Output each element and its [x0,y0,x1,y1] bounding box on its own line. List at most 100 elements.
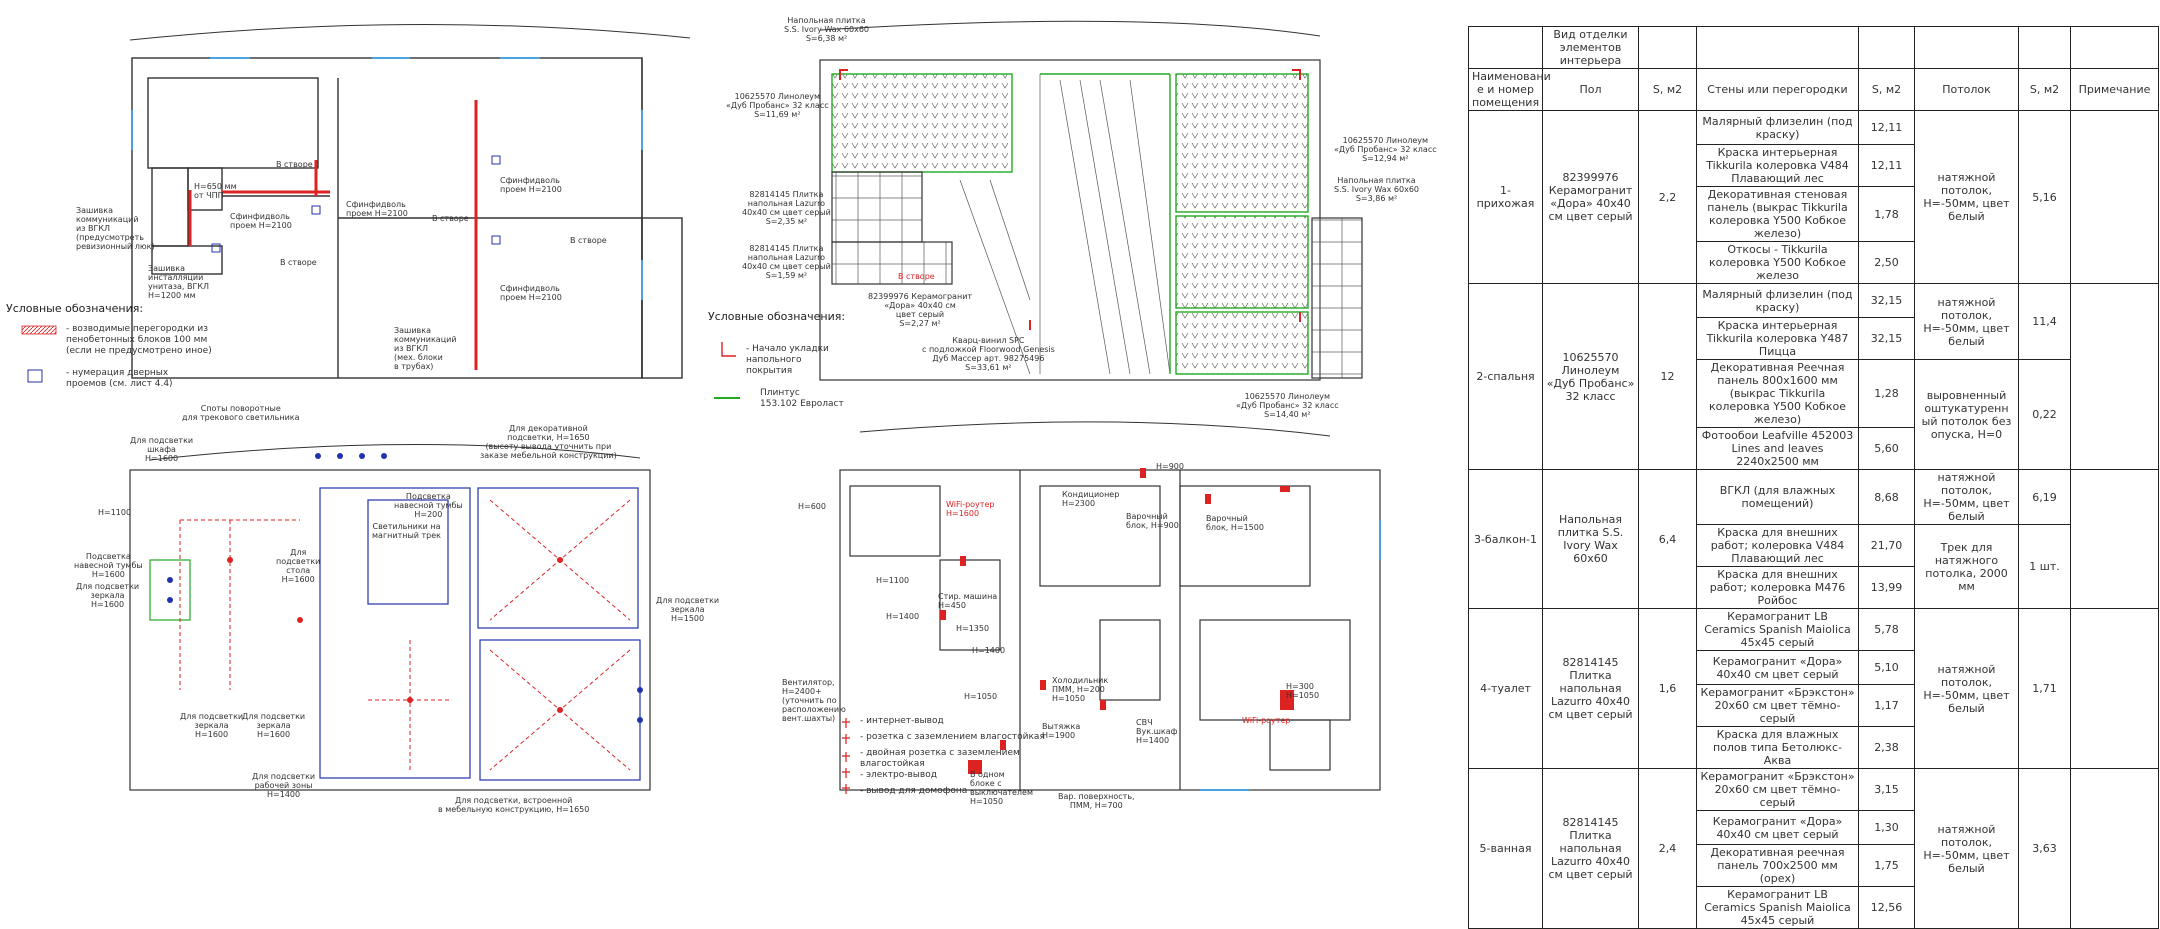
plan1-label: В створе [276,160,313,169]
table-row: Фотообои Leafville 452003 Lines and leav… [1469,427,2159,470]
legend-partition-swatch [21,325,57,335]
room-name-cell: 5-ванная [1468,768,1543,929]
wall-area-cell: 3,15 [1858,768,1915,811]
room-name-cell: 4-туалет [1468,608,1543,769]
ceiling-area-cell: 1,71 [2018,608,2071,769]
wall-finish-cell: Краска для внешних работ; колеровка V484… [1696,524,1859,567]
ceiling-area-cell: 11,4 [2018,283,2071,360]
floor-area-cell: 1,6 [1638,608,1697,769]
plan2-label: 10625570 Линолеум «Дуб Пробанс» 32 класс… [1236,392,1339,419]
header-empty-cell [1638,26,1697,69]
plan-3 [129,443,651,791]
header-empty-cell [1468,26,1543,69]
wall-area-cell: 1,30 [1858,810,1915,845]
note-cell [2070,768,2159,929]
ceiling-cell: натяжной потолок, Н=-50мм, цвет белый [1914,469,2019,525]
plan1-label: Сфинфидволь проем Н=2100 [500,284,562,302]
floor-cell: Напольная плитка S.S. Ivory Wax 60x60 [1542,469,1639,609]
wall-area-cell: 5,10 [1858,650,1915,685]
floor-area-cell: 2,4 [1638,768,1697,929]
wall-finish-cell: Декоративная Реечная панель 800x1600 мм … [1696,359,1859,428]
plan2-legend-item: Плинтус 153.102 Евроласт [760,388,844,409]
plan4-label: Варочный блок, Н=1500 [1206,514,1264,532]
wall-area-cell: 2,50 [1858,241,1915,284]
plan4-label: WiFi-роутер [1242,716,1291,725]
note-cell [2070,283,2159,470]
plan-4 [839,421,1381,791]
plan3-label: Н=1100 [98,508,132,517]
header-empty-cell [2018,26,2071,69]
wall-area-cell: 32,15 [1858,317,1915,360]
wall-finish-cell: Откосы - Tikkurila колеровка Y500 Кобкое… [1696,241,1859,284]
floor-area-cell: 2,2 [1638,110,1697,284]
plan3-label: Для подсветки зеркала Н=1600 [180,712,244,739]
wall-finish-cell: Керамогранит LB Ceramics Spanish Maiolic… [1696,608,1859,651]
plan2-label: Напольная плитка S.S. Ivory Wax 60x60 S=… [1334,176,1420,203]
table-row: Краска для внешних работ; колеровка M476… [1469,566,2159,609]
plan-2 [819,20,1363,381]
plan1-note: Зашивка коммуникаций из ВГКЛ (мех. блоки… [394,326,457,371]
wall-finish-cell: Фотообои Leafville 452003 Lines and leav… [1696,427,1859,470]
header-empty-cell [1858,26,1915,69]
table-row: Декоративная Реечная панель 800x1600 мм … [1469,359,2159,470]
legend-start-arrow [721,342,736,357]
wall-area-cell: 32,15 [1858,283,1915,318]
wall-area-cell: 5,60 [1858,427,1915,470]
plan2-label: Напольная плитка S.S. Ivory Wax 60x60 S=… [784,16,870,43]
header-s-ceiling: S, м2 [2018,68,2071,111]
finishing-schedule-table: Вид отделки элементов интерьера Наименов… [1468,26,2159,929]
wall-area-cell: 12,11 [1858,144,1915,187]
plan2-legend-item: - Начало укладки напольного покрытия [746,344,829,376]
plan4-label: Н=300 Н=1050 [1286,682,1320,700]
plan3-label: Споты поворотные для трекового светильни… [182,404,300,422]
wall-area-cell: 1,17 [1858,684,1915,727]
room-name-cell: 3-балкон-1 [1468,469,1543,609]
wall-finish-cell: Краска для внешних работ; колеровка M476… [1696,566,1859,609]
header-empty-cell [1696,26,1859,69]
plan4-label: Вытяжка Н=1900 [1042,722,1081,740]
legend-door-number-swatch [27,369,43,383]
wall-area-cell: 1,28 [1858,359,1915,428]
plan3-label: Подсветка навесной тумбы Н=200 [394,492,463,519]
ceiling-cell: натяжной потолок, Н=-50мм, цвет белый [1914,608,2019,769]
plan2-label: Кварц-винил SPC с подложкой Floorwood Ge… [922,336,1055,372]
plan1-label: Сфинфидволь проем Н=2100 [500,176,562,194]
wall-finish-cell: Керамогранит «Брэкстон» 20x60 см цвет тё… [1696,768,1859,811]
table-row: Краска для внешних работ; колеровка V484… [1469,524,2159,609]
wall-area-cell: 1,75 [1858,844,1915,887]
plan2-label: 10625570 Линолеум «Дуб Пробанс» 32 класс… [1334,136,1437,163]
plan1-legend-item: - возводимые перегородки из пенобетонных… [66,324,212,356]
plan1-label: В створе [280,258,317,267]
plan4-legend-item: - розетка с заземлением влагостойкая [860,732,1045,742]
wall-finish-cell: ВГКЛ (для влажных помещений) [1696,469,1859,525]
floor-plans-svg [21,20,1381,794]
plan4-label: Стир. машина Н=450 [938,592,998,610]
plan3-label: Подсветка навесной тумбы Н=1600 [74,552,143,579]
floor-area-cell: 6,4 [1638,469,1697,609]
plan3-label: Светильники на магнитный трек [372,522,442,540]
plan4-label: WiFi-роутер Н=1600 [946,500,995,518]
header-s-walls: S, м2 [1858,68,1915,111]
ceiling-cell: Трек для натяжного потолка, 2000 мм [1914,524,2019,609]
plan3-label: Для декоративной подсветки, Н=1650 (высо… [480,424,617,460]
plan3-label: Для подсветки стола Н=1600 [276,548,321,584]
table-row: Керамогранит «Брэкстон» 20x60 см цвет тё… [1469,684,2159,727]
plan4-label: Н=600 [798,502,826,511]
plan4-label: Холодильник ПММ, Н=200 Н=1050 [1052,676,1109,703]
wall-area-cell: 2,38 [1858,726,1915,769]
wall-finish-cell: Малярный флизелин (под краску) [1696,110,1859,145]
plan-4-legend-icons [842,718,850,794]
plan1-label: В створе [570,236,607,245]
plan2-legend-title: Условные обозначения: [708,310,846,323]
note-cell [2070,469,2159,609]
plan3-label: Для подсветки рабочей зоны Н=1400 [252,772,316,799]
ceiling-cell: натяжной потолок, Н=-50мм, цвет белый [1914,110,2019,284]
plan1-legend-item: - нумерация дверных проемов (см. лист 4.… [66,368,173,389]
plan4-label: СВЧ Вук.шкаф Н=1400 [1136,718,1178,745]
table-row: Краска интерьерная Tikkurila колеровка Y… [1469,317,2159,360]
